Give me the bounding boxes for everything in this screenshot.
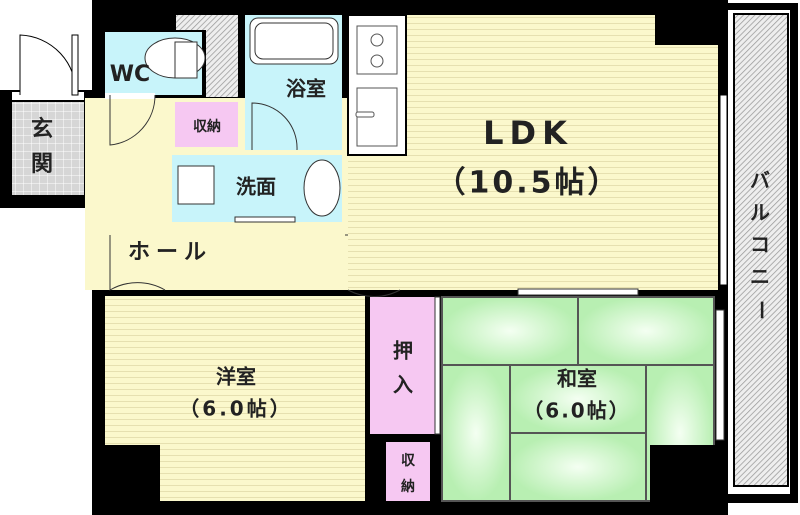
- balcony-label: ー: [750, 300, 774, 320]
- storage-upper: [175, 102, 238, 147]
- balcony-label: ル: [750, 201, 770, 225]
- western-room-door[interactable]: [109, 235, 166, 291]
- wc-room: [105, 32, 206, 99]
- ldk-size-label: （10.5帖）: [435, 166, 620, 201]
- bathroom-label: 浴室: [286, 77, 326, 101]
- washbasin-icon: [303, 159, 341, 217]
- bathroom: [245, 15, 342, 151]
- storage-lower: [386, 442, 430, 501]
- washroom-label: 洗面: [236, 175, 276, 199]
- stove-burner-icon: [370, 33, 384, 47]
- stove-burner-icon: [370, 54, 384, 68]
- ldk-door[interactable]: [345, 234, 401, 297]
- entrance-label: 玄: [31, 116, 53, 142]
- entrance: [0, 34, 100, 208]
- ldk-room: [348, 15, 718, 290]
- closet-label: 押: [393, 339, 413, 363]
- closet: [370, 297, 435, 434]
- western-room-label: 洋室: [216, 365, 256, 389]
- wc-door[interactable]: [109, 94, 156, 146]
- storage-lower-label: 収: [401, 452, 416, 469]
- washroom: [172, 155, 342, 223]
- japanese-room-size-label: （6.0帖）: [523, 399, 630, 423]
- entrance-label: 関: [31, 152, 53, 177]
- wc-label: WC: [110, 62, 150, 87]
- hall-label: ホール: [128, 240, 212, 265]
- closet-label: 入: [393, 373, 413, 397]
- storage-lower-label: 納: [401, 478, 415, 495]
- washing-machine-icon: [177, 165, 215, 205]
- sink-icon: [356, 87, 398, 147]
- balcony-label: バ: [750, 169, 770, 193]
- entrance-door[interactable]: [19, 34, 77, 96]
- storage-upper-label: 収納: [193, 118, 221, 135]
- ldk-label: LDK: [483, 114, 573, 152]
- bathroom-door[interactable]: [251, 102, 298, 151]
- kitchen-counter: [347, 14, 407, 156]
- balcony: [722, 3, 798, 503]
- japanese-room-label: 和室: [557, 367, 597, 391]
- balcony-label: ニ: [750, 265, 770, 289]
- balcony-label: コ: [750, 233, 770, 257]
- western-room-size-label: （6.0帖）: [179, 397, 292, 421]
